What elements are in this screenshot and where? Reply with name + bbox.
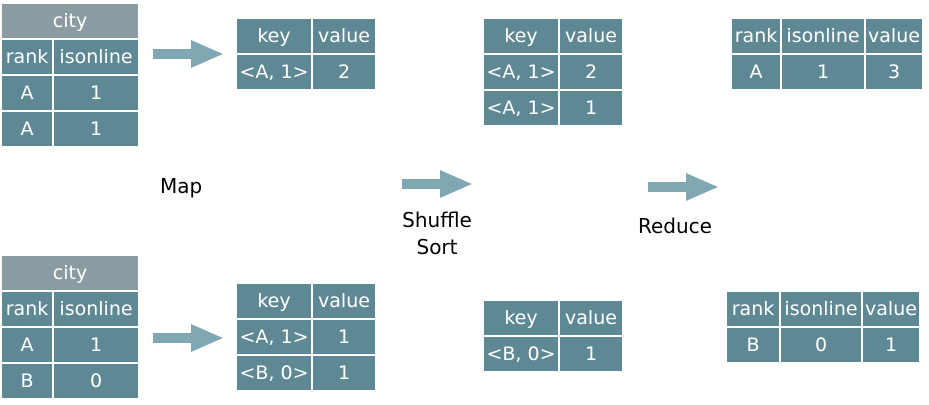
- reduce-output-table-top: rank isonline value A 1 3: [730, 17, 924, 91]
- right-arrow-icon: [648, 173, 718, 201]
- right-arrow-icon: [402, 170, 472, 198]
- cell: 1: [560, 91, 622, 125]
- header-cell: value: [560, 301, 622, 335]
- cell: <A, 1>: [484, 91, 558, 125]
- cell: 1: [313, 356, 375, 390]
- header-cell: key: [237, 284, 311, 318]
- shuffle-label: Shuffle: [402, 208, 472, 232]
- map-output-table-bottom: key value <A, 1> 1 <B, 0> 1: [235, 282, 377, 392]
- header-cell: rank: [727, 292, 779, 326]
- header-cell: key: [484, 301, 558, 335]
- cell: 0: [781, 328, 861, 362]
- cell: 1: [560, 337, 622, 371]
- header-cell: value: [313, 284, 375, 318]
- cell: <B, 0>: [237, 356, 311, 390]
- cell: B: [727, 328, 779, 362]
- cell: 1: [782, 55, 864, 89]
- header-cell: isonline: [54, 40, 138, 74]
- cell: <A, 1>: [237, 55, 311, 89]
- cell: A: [2, 76, 52, 110]
- shuffle-output-table-top: key value <A, 1> 2 <A, 1> 1: [482, 17, 624, 127]
- cell: 1: [54, 112, 138, 146]
- input-table-top: city rank isonline A 1 A 1: [0, 2, 140, 148]
- reduce-label: Reduce: [638, 214, 712, 238]
- shuffle-output-table-bottom: key value <B, 0> 1: [482, 299, 624, 373]
- cell: 1: [54, 328, 138, 362]
- map-label: Map: [160, 174, 203, 198]
- input-table-bottom: city rank isonline A 1 B 0: [0, 254, 140, 400]
- cell: 1: [863, 328, 919, 362]
- header-cell: key: [484, 19, 558, 53]
- sort-label: Sort: [416, 235, 458, 259]
- right-arrow-icon: [153, 40, 223, 68]
- header-cell: rank: [732, 19, 780, 53]
- cell: <A, 1>: [484, 55, 558, 89]
- cell: 1: [54, 76, 138, 110]
- header-cell: value: [313, 19, 375, 53]
- map-output-table-top: key value <A, 1> 2: [235, 17, 377, 91]
- cell: A: [2, 112, 52, 146]
- header-cell: value: [866, 19, 922, 53]
- header-cell: key: [237, 19, 311, 53]
- cell: 2: [313, 55, 375, 89]
- table-title: city: [2, 256, 138, 290]
- right-arrow-icon: [153, 324, 223, 352]
- header-cell: isonline: [782, 19, 864, 53]
- header-cell: rank: [2, 292, 52, 326]
- header-cell: rank: [2, 40, 52, 74]
- header-cell: value: [863, 292, 919, 326]
- cell: A: [2, 328, 52, 362]
- cell: 1: [313, 320, 375, 354]
- cell: 3: [866, 55, 922, 89]
- reduce-output-table-bottom: rank isonline value B 0 1: [725, 290, 921, 364]
- header-cell: isonline: [781, 292, 861, 326]
- table-title: city: [2, 4, 138, 38]
- cell: B: [2, 364, 52, 398]
- cell: <B, 0>: [484, 337, 558, 371]
- cell: <A, 1>: [237, 320, 311, 354]
- cell: 2: [560, 55, 622, 89]
- cell: 0: [54, 364, 138, 398]
- cell: A: [732, 55, 780, 89]
- header-cell: isonline: [54, 292, 138, 326]
- header-cell: value: [560, 19, 622, 53]
